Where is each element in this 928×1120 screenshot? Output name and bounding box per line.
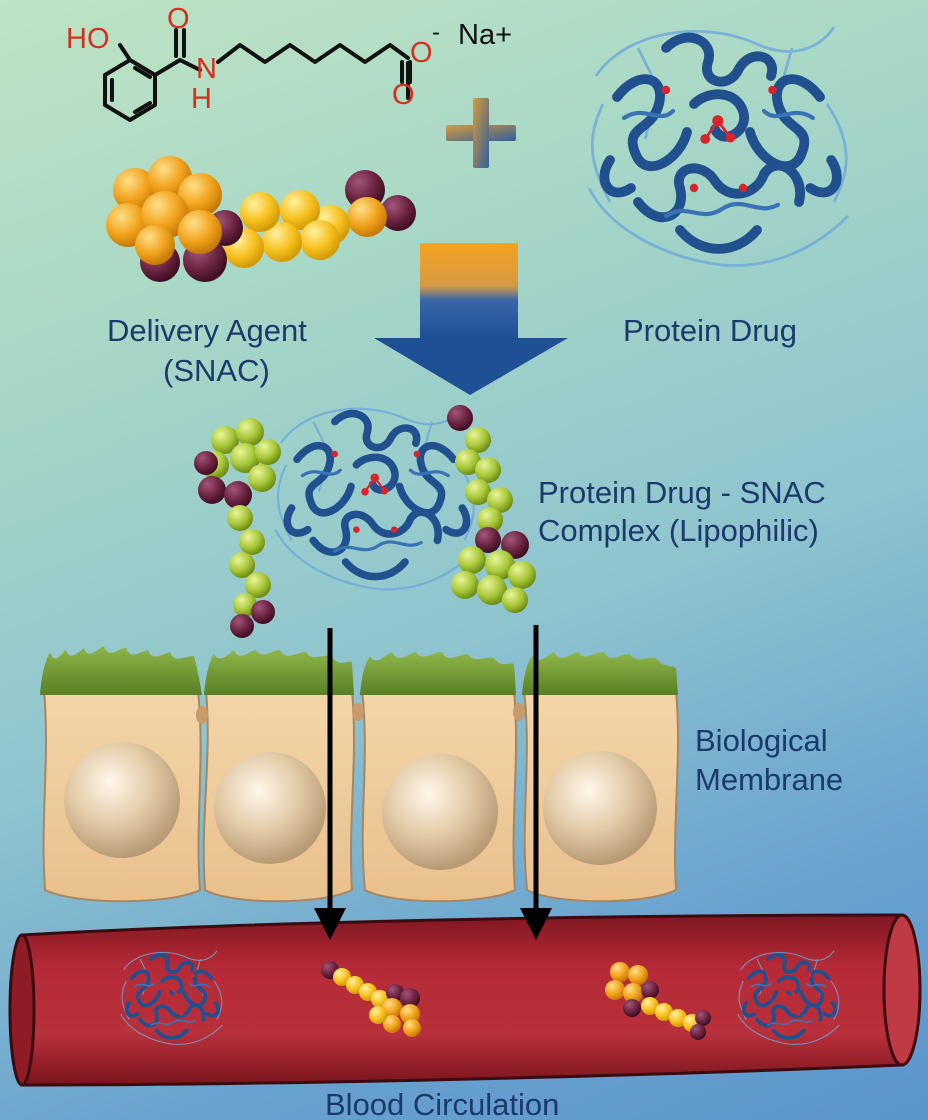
carboxylate-oxygen-label: O: [410, 37, 433, 69]
delivery-agent-abbr-label: (SNAC): [163, 353, 270, 388]
transport-arrow-left: [314, 628, 346, 940]
biological-membrane-cells: [40, 646, 679, 903]
complex-label-line1: Protein Drug - SNAC: [538, 475, 826, 510]
vessel-snac-left: [321, 961, 421, 1037]
blood-circulation-label: Blood Circulation: [325, 1087, 560, 1120]
negative-charge-label: -: [432, 19, 440, 46]
ho-label: HO: [66, 23, 110, 55]
cell-4: [522, 689, 679, 903]
nitrogen-label: N: [196, 53, 217, 85]
cell-1: [42, 689, 202, 903]
membrane-label-line1: Biological: [695, 723, 828, 758]
plus-sign: [446, 98, 516, 168]
carbonyl-oxygen-label: O: [167, 3, 190, 35]
sodium-ion-label: Na+: [458, 19, 512, 51]
protein-drug-model: [589, 27, 848, 265]
cell-3: [360, 689, 517, 903]
vessel-snac-right: [605, 962, 711, 1040]
cell-2: [202, 689, 355, 903]
carboxyl-oxygen-label: O: [392, 79, 415, 111]
amide-hydrogen-label: H: [191, 83, 212, 115]
complex-snac-left: [194, 418, 281, 638]
combine-arrow: [374, 243, 568, 395]
membrane-label-line2: Membrane: [695, 762, 844, 797]
complex-snac-right: [447, 405, 536, 613]
snac-space-filling-model: [106, 156, 416, 282]
delivery-agent-label: Delivery Agent: [107, 313, 307, 348]
blood-vessel: [8, 913, 922, 1087]
transport-arrow-right: [520, 625, 552, 940]
snac-structure: [103, 28, 412, 122]
protein-snac-complex: [194, 405, 536, 638]
complex-label-line2: Complex (Lipophilic): [538, 513, 819, 548]
protein-drug-label: Protein Drug: [623, 313, 798, 348]
microvilli: [40, 646, 678, 695]
